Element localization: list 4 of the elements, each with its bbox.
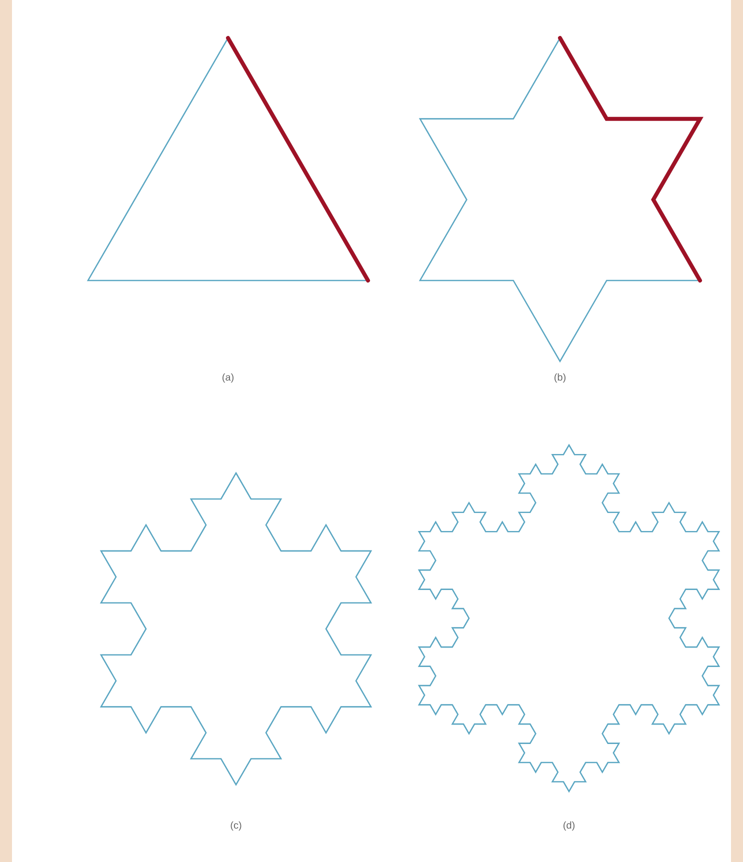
figure-label: (a) bbox=[222, 373, 234, 383]
figure-label: (d) bbox=[564, 821, 574, 831]
figure-label: (b) bbox=[554, 373, 566, 383]
figure-label: (c) bbox=[230, 821, 242, 831]
